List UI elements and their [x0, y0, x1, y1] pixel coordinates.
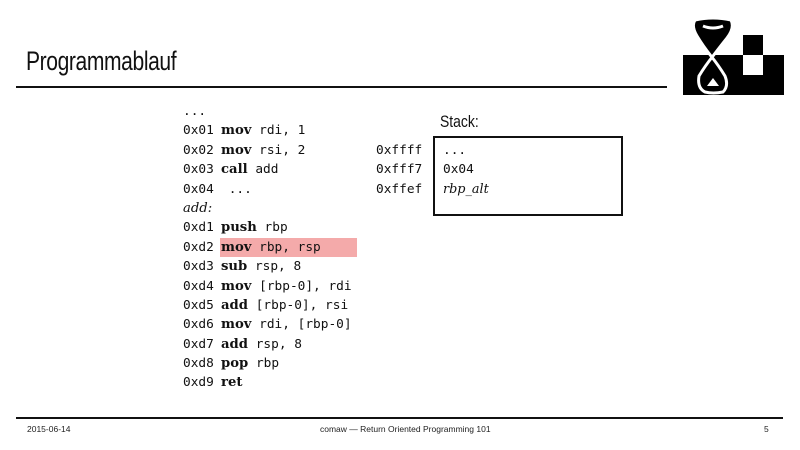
code-mnemonic: pop [221, 356, 249, 372]
stack-value: rbp_alt [443, 181, 489, 197]
code-line: 0x01 mov rdi, 1 [183, 121, 352, 140]
code-line: 0xd4 mov [rbp-0], rdi [183, 277, 352, 296]
code-address: 0xd5 [183, 297, 214, 313]
code-address: 0xd8 [183, 356, 214, 372]
footer-date: 2015-06-14 [27, 424, 71, 434]
code-line: ... [183, 102, 352, 121]
assembly-listing: ... 0x01 mov rdi, 1 0x02 mov rsi, 2 0x03 ca… [183, 102, 357, 393]
code-line: 0x02 mov rsi, 2 [183, 141, 352, 160]
code-mnemonic: mov [221, 123, 252, 139]
stack-address: 0xfff7 [376, 162, 423, 178]
code-address: 0xd4 [183, 278, 214, 294]
code-address: 0xd2 [183, 239, 214, 255]
stack-values: ... 0x04 rbp_alt [443, 141, 489, 199]
code-line-highlighted: 0xd2 mov rbp, rsp [183, 237, 357, 257]
code-mnemonic: mov [221, 317, 252, 333]
code-line: 0x04 ... [183, 180, 352, 199]
code-operands: rbp [248, 356, 280, 372]
page-number: 5 [764, 424, 769, 434]
code-mnemonic: sub [221, 259, 248, 275]
stack-addresses: 0xffff 0xfff7 0xffef [376, 141, 422, 199]
code-address: 0x03 [183, 162, 214, 178]
slide-title: Programmablauf [26, 46, 177, 76]
code-label: add: [183, 199, 352, 218]
code-line: 0xd9 ret [183, 373, 352, 392]
logo-icon [683, 18, 784, 95]
stack-title: Stack: [440, 112, 479, 131]
code-mnemonic: mov [221, 278, 252, 294]
code-operands: ... [221, 181, 252, 197]
code-line: 0xd6 mov rdi, [rbp-0] [183, 315, 352, 334]
stack-value: 0x04 [443, 162, 474, 178]
title-divider [16, 86, 667, 88]
code-mnemonic: add [221, 297, 248, 313]
code-line: 0x03 call add [183, 160, 352, 179]
code-address: 0xd1 [183, 220, 214, 236]
code-line: 0xd1 push rbp [183, 218, 352, 237]
code-line: 0xd3 sub rsp, 8 [183, 257, 352, 276]
code-address: 0x04 [183, 181, 214, 197]
code-mnemonic: ret [221, 375, 243, 391]
code-mnemonic: add [221, 336, 248, 352]
code-line: 0xd7 add rsp, 8 [183, 335, 352, 354]
stack-value: ... [443, 143, 467, 158]
code-operands: rsp, 8 [248, 336, 302, 352]
code-address: 0xd9 [183, 375, 214, 391]
stack-box: ... 0x04 rbp_alt [433, 136, 623, 216]
code-operands: [rbp-0], rsi [248, 297, 349, 313]
code-operands: rbp [256, 220, 288, 236]
code-line: 0xd5 add [rbp-0], rsi [183, 296, 352, 315]
code-address: 0xd7 [183, 336, 214, 352]
code-operands: rbp, rsp [251, 239, 321, 255]
stack-address: 0xffff [376, 143, 423, 158]
code-mnemonic: call [221, 162, 248, 178]
code-operands: rsi, 2 [251, 142, 306, 158]
code-address: 0x01 [183, 123, 214, 139]
code-operands: rdi, [rbp-0] [251, 317, 352, 333]
code-address: 0xd3 [183, 259, 214, 275]
code-line: 0xd8 pop rbp [183, 354, 352, 373]
footer-divider [16, 417, 783, 419]
function-label: add: [183, 200, 213, 216]
footer-title: comaw — Return Oriented Programming 101 [320, 424, 491, 434]
stack-address: 0xffef [376, 181, 423, 197]
code-ellipsis: ... [183, 104, 207, 119]
code-operands: [rbp-0], rdi [251, 278, 352, 294]
code-mnemonic: mov [221, 239, 252, 255]
code-mnemonic: push [221, 220, 257, 236]
code-address: 0x02 [183, 142, 214, 158]
code-operands: rdi, 1 [251, 123, 306, 139]
code-operands: rsp, 8 [247, 259, 302, 275]
code-operands: add [247, 162, 279, 178]
code-mnemonic: mov [221, 142, 252, 158]
code-address: 0xd6 [183, 317, 214, 333]
